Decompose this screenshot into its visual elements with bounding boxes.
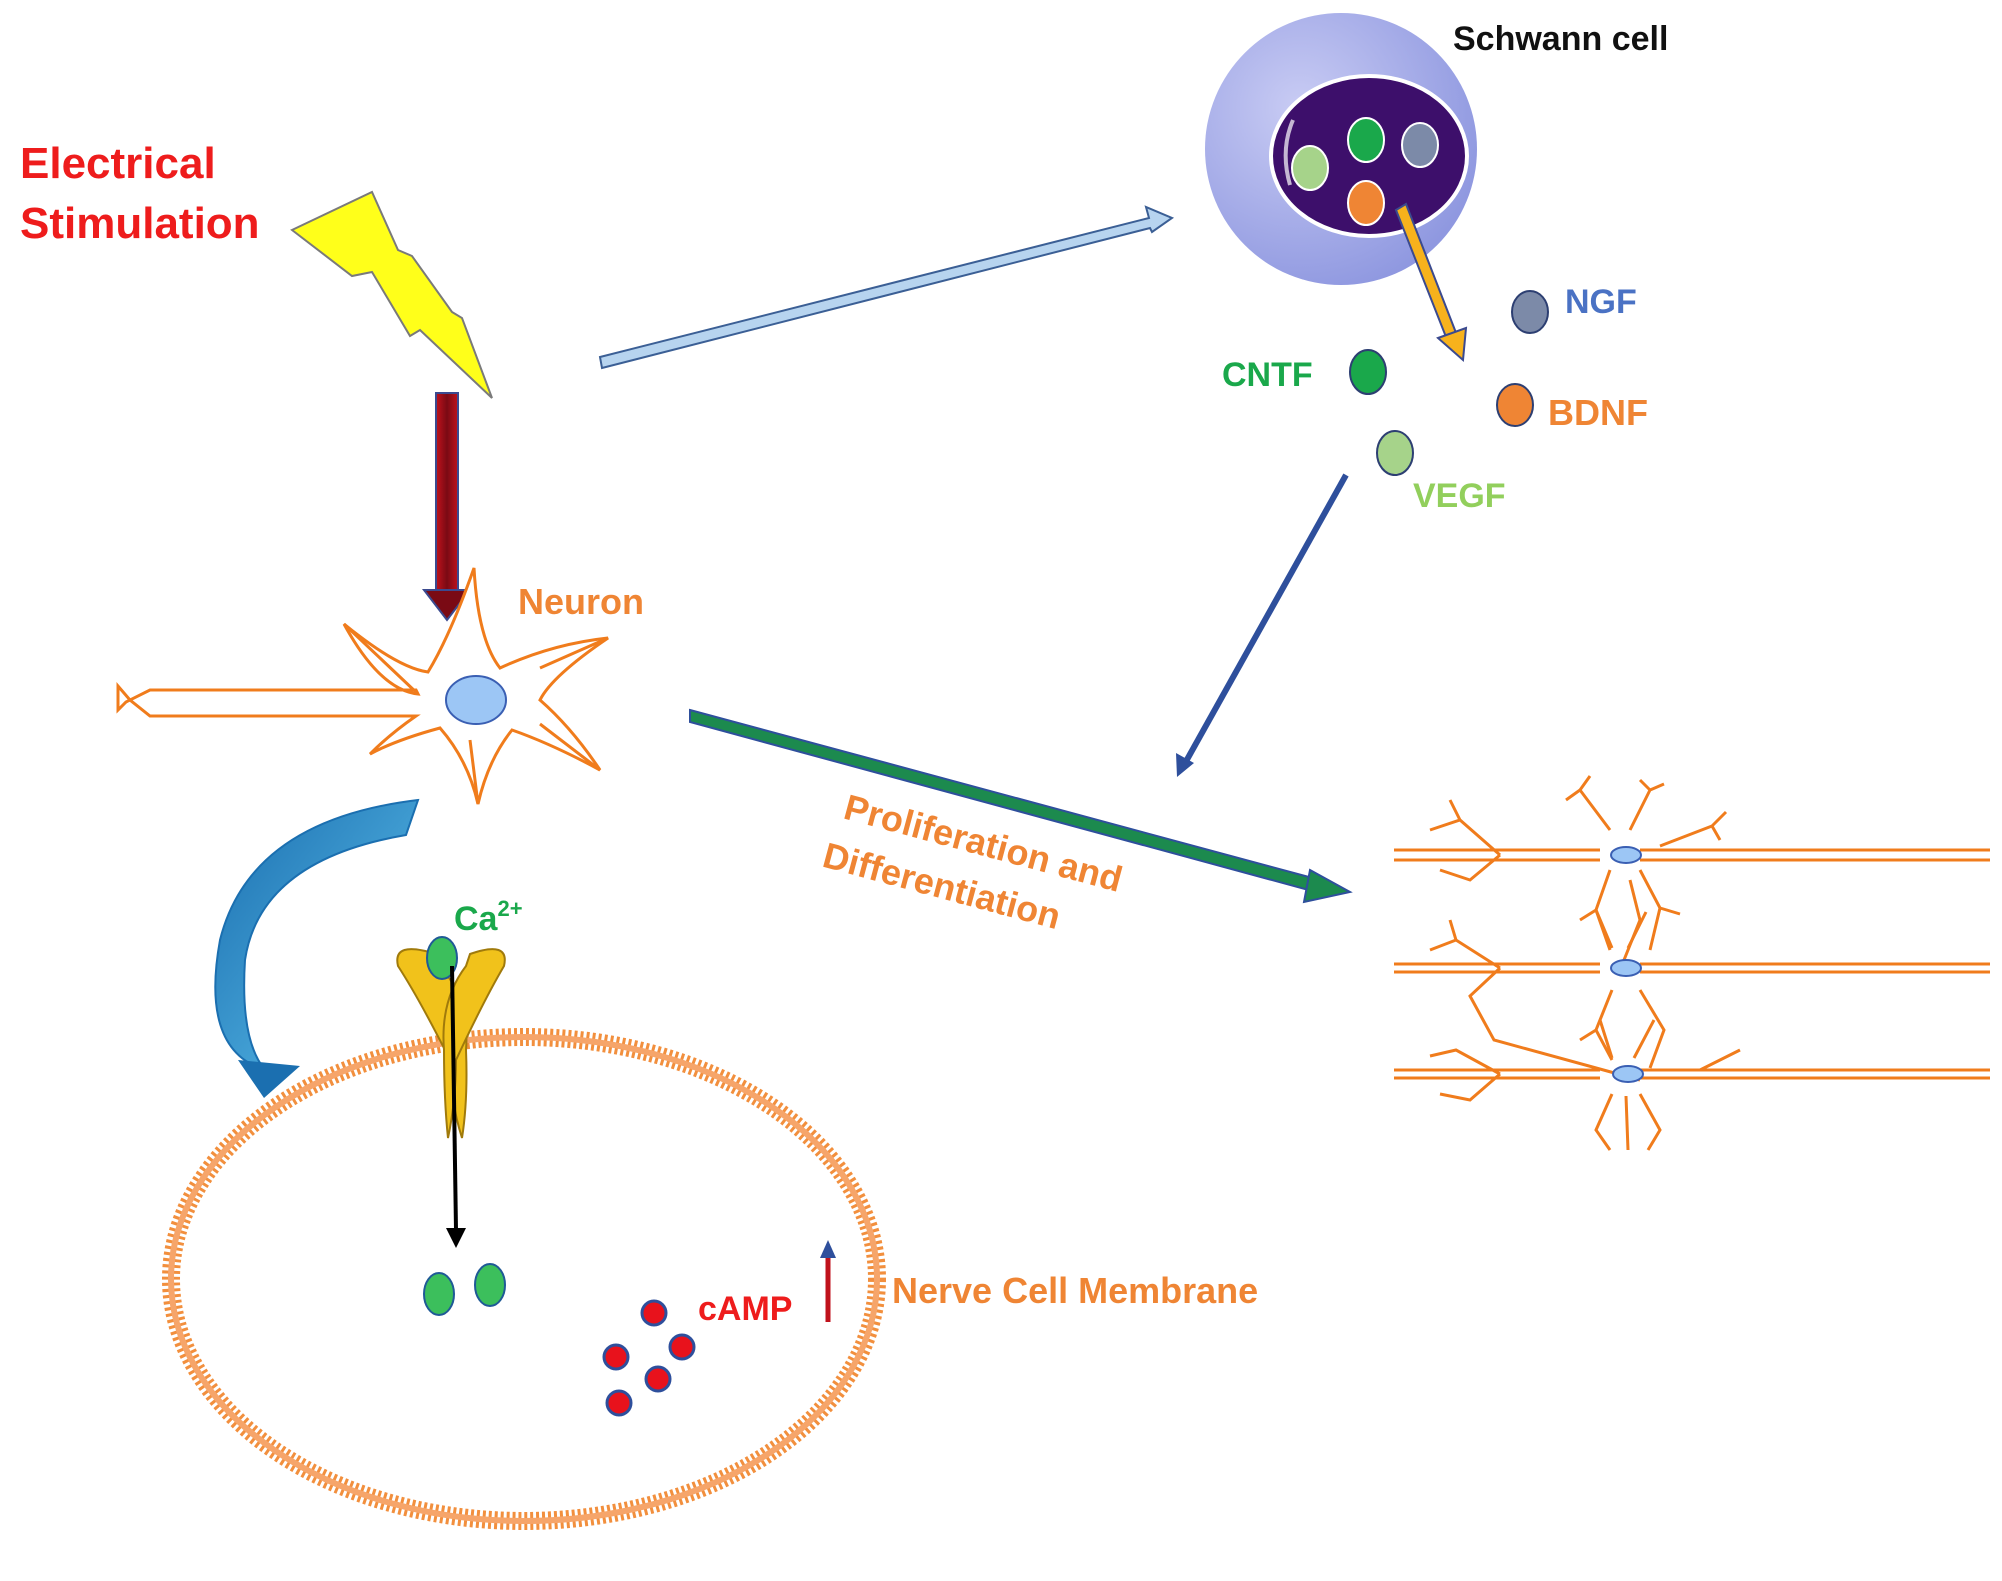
nerve-cell-membrane <box>162 1028 886 1530</box>
neuron-to-membrane-arrow <box>214 798 420 1098</box>
vegf-label: VEGF <box>1413 477 1506 515</box>
stimulation-to-schwann-arrow <box>598 205 1175 370</box>
calcium-label: Ca2+ <box>454 896 523 938</box>
proliferation-arrow <box>689 708 1353 904</box>
lightning-bolt-icon <box>290 190 493 399</box>
bdnf-label: BDNF <box>1548 392 1648 433</box>
calcium-label-superscript: 2+ <box>497 896 522 921</box>
calcium-label-base: Ca <box>454 900 499 938</box>
ngf-label: NGF <box>1565 283 1637 321</box>
stimulus-label-line2: Stimulation <box>20 199 260 248</box>
vegf-dot <box>1376 430 1414 476</box>
camp-dot <box>602 1343 630 1371</box>
camp-label: cAMP <box>698 1290 792 1328</box>
stimulus-label-line1: Electrical <box>20 139 216 188</box>
camp-dot <box>605 1389 633 1417</box>
cntf-dot <box>1349 349 1387 395</box>
camp-dot <box>644 1365 672 1393</box>
camp-increase-arrow <box>820 1240 836 1322</box>
stimulation-to-neuron-arrow <box>421 392 473 622</box>
camp-dot <box>640 1299 668 1327</box>
schwann-cell-label: Schwann cell <box>1453 20 1668 58</box>
differentiated-neurons-icon <box>1394 775 1990 1151</box>
schwann-release-arrow <box>1394 202 1468 363</box>
schwann-cell-icon <box>1205 13 1477 285</box>
neuron-label: Neuron <box>518 581 644 622</box>
ngf-dot <box>1511 290 1549 334</box>
bdnf-dot <box>1496 383 1534 427</box>
membrane-label: Nerve Cell Membrane <box>892 1270 1258 1311</box>
camp-dot <box>668 1333 696 1361</box>
neuron-nucleus <box>1610 959 1642 977</box>
calcium-ion <box>423 1272 455 1316</box>
factors-to-neurons-arrow <box>1176 473 1349 777</box>
process-label: Proliferation and Differentiation <box>819 786 1127 937</box>
neuron-cell-icon <box>116 567 609 805</box>
calcium-ion <box>474 1263 506 1307</box>
neuron-nucleus <box>1612 1065 1644 1083</box>
neuron-nucleus <box>445 675 507 725</box>
neuron-nucleus <box>1610 846 1642 864</box>
ion-channel-icon <box>396 936 506 1248</box>
cntf-label: CNTF <box>1222 356 1313 394</box>
